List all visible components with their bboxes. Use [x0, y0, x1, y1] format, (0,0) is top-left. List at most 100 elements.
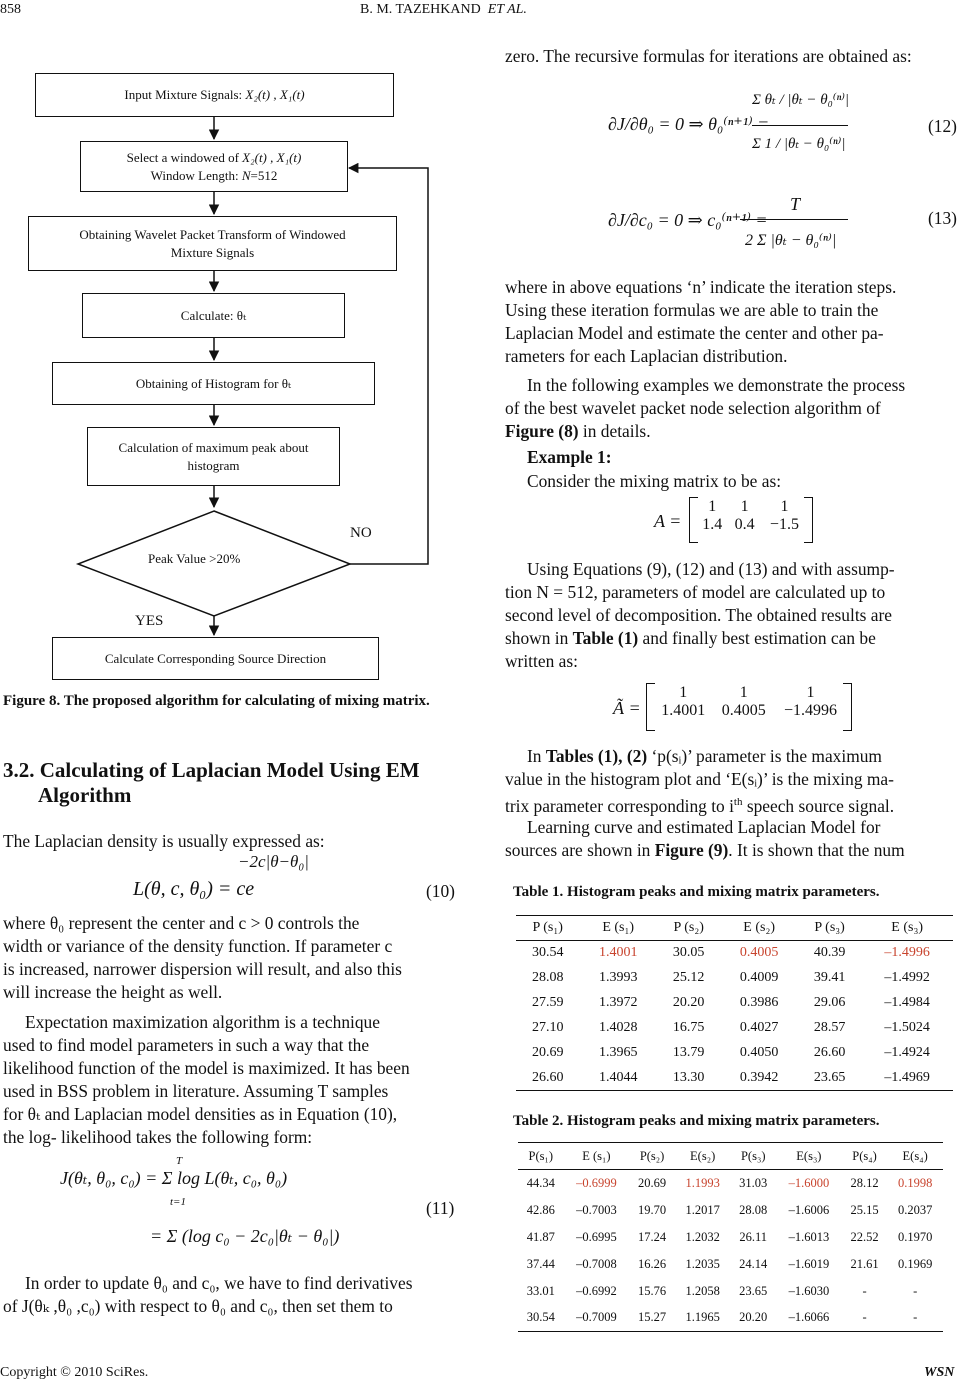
- table-cell: 1.4028: [598, 1020, 638, 1035]
- header-et-al: ET AL.: [487, 2, 527, 17]
- running-header: B. M. TAZEHKAND ET AL.: [360, 2, 527, 18]
- where-line: width or variance of the density functio…: [3, 936, 393, 956]
- laplacian-intro: The Laplacian density is usually express…: [3, 831, 325, 851]
- following-line: of the best wavelet packet node selectio…: [505, 398, 881, 418]
- flow-histogram-text: Obtaining of Histogram for θₜ: [135, 375, 292, 391]
- learning-paragraph: Learning curve and estimated Laplacian M…: [505, 816, 963, 862]
- flow-no-label: NO: [350, 525, 372, 541]
- table-cell: 16.26: [638, 1256, 667, 1271]
- table-cell: 27.10: [531, 1020, 564, 1035]
- table-cell: 28.12: [850, 1175, 879, 1190]
- table-cell: 1.1965: [674, 1304, 731, 1332]
- eq12-lhs: ∂J/∂θ₀ = 0 ⇒ θ₀⁽ⁿ⁺¹⁾ =: [608, 114, 770, 134]
- iteration-line: Laplacian Model and estimate the center …: [505, 323, 884, 343]
- table-cell: 26.60: [516, 1065, 580, 1091]
- figure-9-reference: Figure (9): [654, 840, 729, 860]
- eq13-denominator: 2 Σ |θₜ − θ₀⁽ⁿ⁾|: [745, 232, 837, 249]
- flow-window-value: =512: [250, 167, 278, 183]
- table-cell: –0.6999: [576, 1175, 617, 1190]
- table-cell: 1.4001: [598, 945, 638, 961]
- table2: P(s₁)E (s₁)P(s₂)E(s₂)P(s₃)E(s₃)P(s₄)E(s₄…: [518, 1142, 943, 1332]
- table-cell: -: [841, 1304, 888, 1332]
- using-line: second level of decomposition. The obtai…: [505, 605, 892, 625]
- iteration-line: rameters for each Laplacian distribution…: [505, 346, 788, 366]
- update-line: of J(θₖ ,θ₀ ,c₀) with respect to θ₀ and …: [3, 1296, 393, 1316]
- table-cell: 28.08: [739, 1202, 768, 1217]
- iteration-line: where in above equations ‘n’ indicate th…: [505, 277, 897, 297]
- table-cell: –1.5024: [884, 1020, 930, 1035]
- table-cell: –1.6019: [788, 1256, 830, 1271]
- eq11-number: (11): [426, 1198, 455, 1218]
- flow-wavelet-box: Obtaining Wavelet Packet Transform of Wi…: [28, 216, 397, 271]
- table-cell: 23.65: [797, 1065, 862, 1091]
- flow-window-prefix: Select a windowed of: [126, 149, 243, 165]
- flow-calc-theta-box: Calculate: θₜ: [82, 293, 345, 338]
- flow-source-box: Calculate Corresponding Source Direction: [52, 637, 379, 680]
- example-label: Example 1:: [527, 447, 612, 467]
- table-cell: 37.44: [526, 1256, 555, 1271]
- table-cell: 17.24: [638, 1229, 667, 1244]
- table-cell: 0.4009: [739, 970, 779, 985]
- flow-input-text: Input Mixture Signals: X₂(t) , X₁(t): [124, 86, 304, 104]
- matrix-at-cell: 1: [739, 684, 748, 701]
- table-cell: 1.2017: [685, 1202, 720, 1217]
- flow-peak-box: Calculation of maximum peak about histog…: [87, 427, 340, 486]
- table-cell: –1.4924: [884, 1045, 930, 1060]
- using-l4-start: shown in: [505, 628, 573, 648]
- flow-peak-line1: Calculation of maximum peak about: [118, 439, 309, 455]
- matrix-at-cell: −1.4996: [784, 702, 838, 719]
- eq10-number: (10): [426, 881, 455, 901]
- table-cell: 22.52: [850, 1229, 879, 1244]
- flow-calc-theta-text: Calculate: θₜ: [180, 307, 247, 323]
- table-header-cell: P (s₁): [516, 915, 580, 941]
- table-cell: 30.05: [672, 945, 705, 961]
- table-cell: –0.6995: [576, 1229, 617, 1244]
- learning-line: Learning curve and estimated Laplacian M…: [527, 817, 881, 837]
- flow-window-length-label: Window Length:: [150, 167, 242, 183]
- table-cell: 15.27: [629, 1304, 675, 1332]
- table-cell: 30.54: [518, 1304, 564, 1332]
- eq13-fraction-bar: [740, 219, 848, 220]
- figure-caption: Figure 8. The proposed algorithm for cal…: [3, 693, 430, 709]
- table-1-reference: Table (1): [572, 628, 639, 648]
- matrix-at-cell: 1: [806, 684, 815, 701]
- table-cell: 0.1998: [897, 1175, 933, 1190]
- flow-window-n: N: [241, 167, 251, 183]
- flow-input-box: Input Mixture Signals: X₂(t) , X₁(t): [35, 73, 394, 117]
- section-title-line1: 3.2. Calculating of Laplacian Model Usin…: [3, 758, 420, 782]
- table-cell: 23.65: [739, 1283, 768, 1298]
- em-line: likelihood function of the model is maxi…: [3, 1058, 410, 1078]
- tables-l1-start: In: [527, 746, 546, 766]
- em-line: the log- likelihood takes the following …: [3, 1127, 313, 1147]
- table-cell: –1.4992: [884, 970, 930, 985]
- em-paragraph: Expectation maximization algorithm is a …: [3, 1011, 461, 1149]
- em-line: for θₜ and Laplacian model densities as …: [3, 1104, 398, 1124]
- table-header-cell: P(s₃): [730, 1142, 776, 1170]
- table-cell: 0.1970: [897, 1229, 933, 1244]
- eq10-exponent: −2c|θ−θ₀|: [238, 852, 309, 871]
- table-cell: 20.69: [638, 1175, 667, 1190]
- em-line: used to find model parameters in such a …: [3, 1035, 370, 1055]
- using-l4-end: and finally best estimation can be: [638, 628, 876, 648]
- eq13-numerator: T: [790, 194, 801, 214]
- following-paragraph: In the following examples we demonstrate…: [505, 374, 963, 443]
- table-cell: 16.75: [672, 1020, 705, 1035]
- table-header-cell: P (s₃): [797, 915, 862, 941]
- flowchart-connectors: [75, 117, 429, 637]
- where-line: where θ₀ represent the center and c > 0 …: [3, 913, 360, 933]
- table-cell: 13.30: [656, 1065, 721, 1091]
- table-cell: 31.03: [739, 1175, 768, 1190]
- table-cell: 13.79: [672, 1045, 705, 1060]
- table-cell: 1.4044: [579, 1065, 657, 1091]
- table-cell: 25.15: [850, 1202, 879, 1217]
- header-authors: B. M. TAZEHKAND: [360, 2, 481, 17]
- table-header-cell: E(s₂): [674, 1142, 731, 1170]
- tables-l1-end: ‘p(sᵢ)’ parameter is the maximum: [647, 746, 882, 766]
- eq12-fraction-bar: [752, 125, 848, 126]
- matrix-at-left-bracket: [647, 683, 655, 731]
